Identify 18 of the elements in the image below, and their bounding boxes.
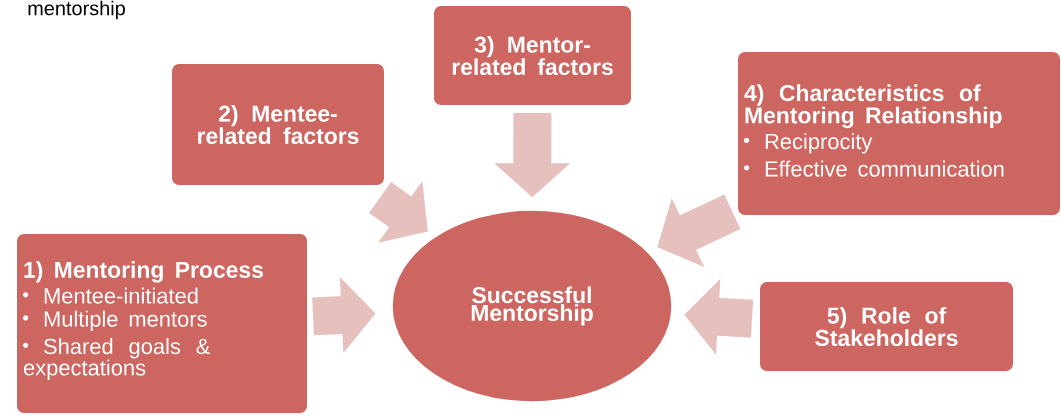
bullet-item: Multiple mentors	[23, 310, 207, 332]
circle-text: Successful Mentorship	[471, 286, 593, 326]
bullet-item: Effective communication	[744, 160, 1004, 177]
factor-box	[170, 62, 386, 187]
factor-box	[758, 280, 1015, 373]
box-heading: 2) Mentee-related factors	[198, 104, 359, 145]
box-heading: 4) Characteristics of Mentoring Relationship	[744, 84, 1002, 129]
bullet-item: Reciprocity	[744, 133, 873, 154]
caption-text: mentorship	[28, 0, 125, 20]
box-heading: 3) Mentor-related factors	[452, 35, 613, 76]
factor-box	[736, 50, 1061, 217]
box-heading: 1) Mentoring Process	[24, 261, 263, 283]
factor-box	[432, 4, 633, 107]
bullet-item: Mentee-initiated	[23, 287, 198, 304]
factor-box	[15, 232, 309, 415]
result-ellipse	[391, 209, 673, 403]
box-heading: 5) Role of Stakeholders	[815, 306, 958, 347]
bullet-item: Shared goals & expectations	[23, 338, 210, 380]
